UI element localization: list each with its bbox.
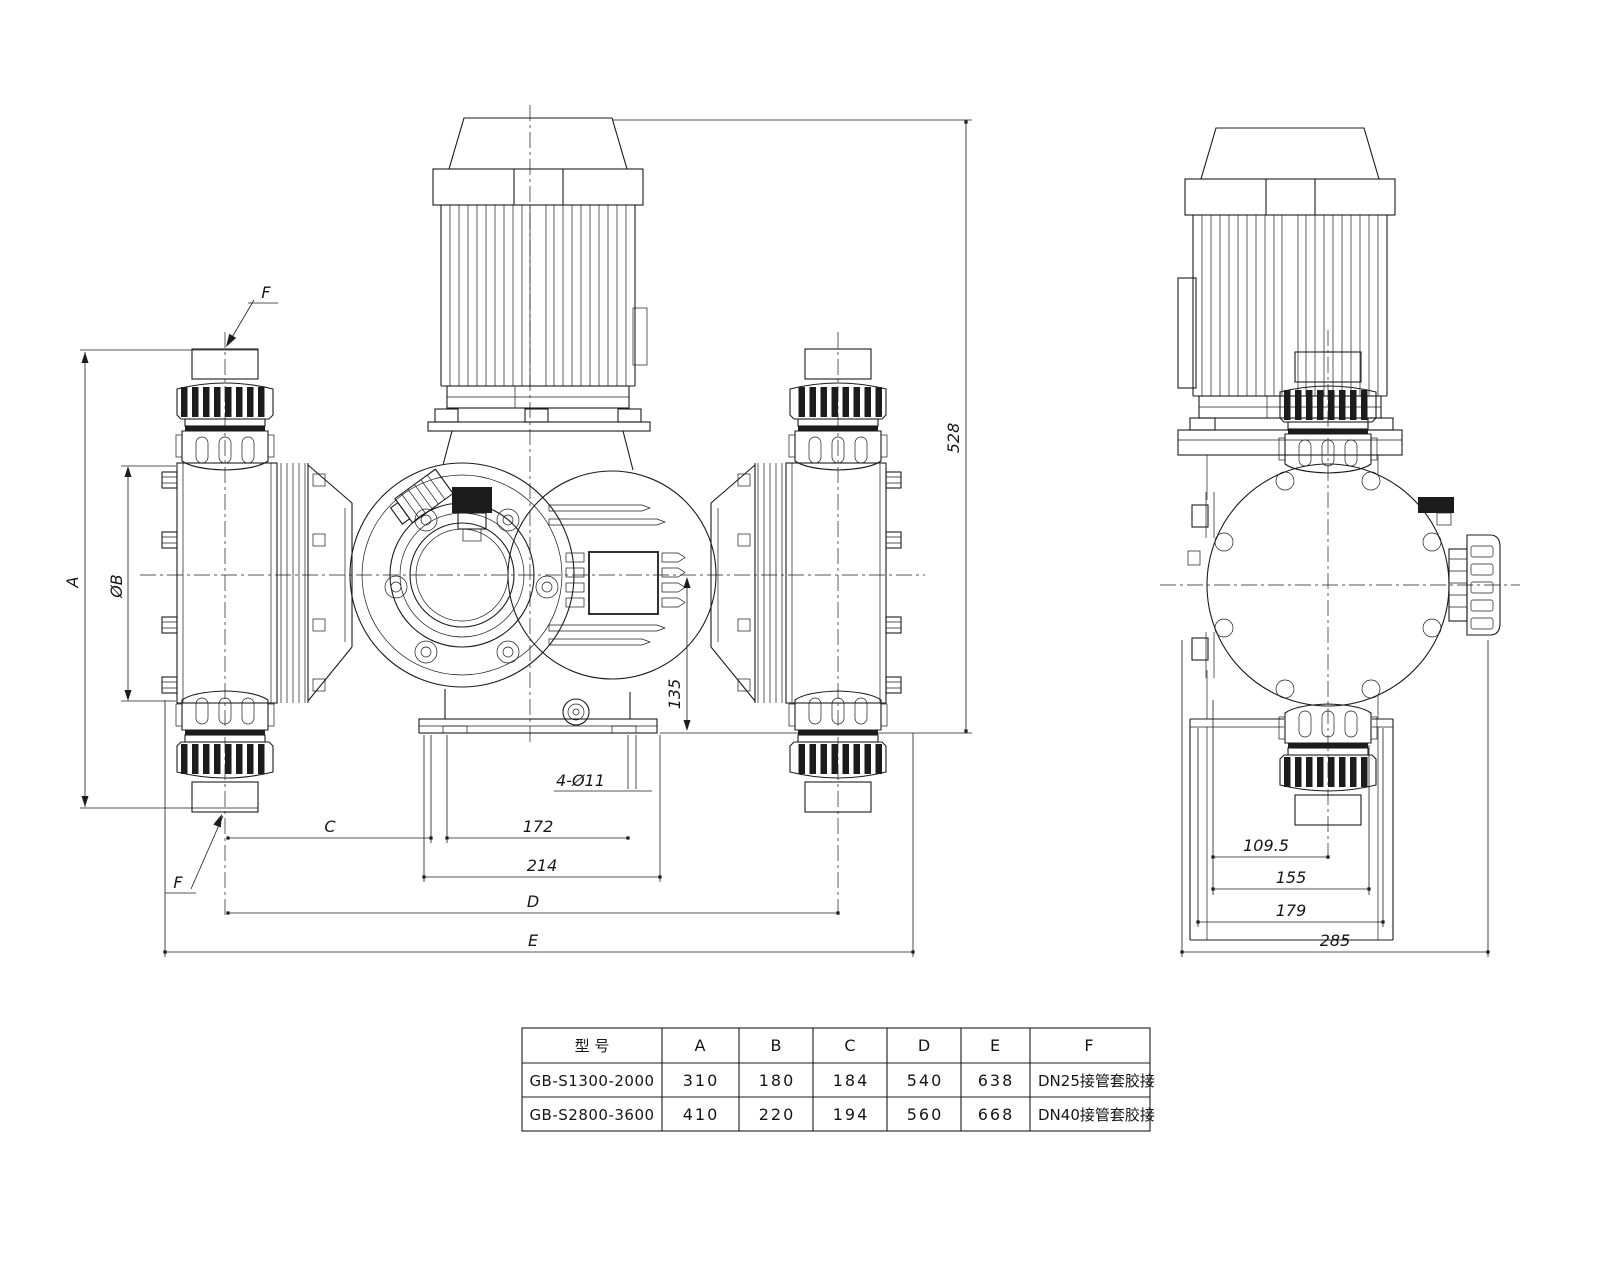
table-row: GB-S2800-3600 410 220 194 560 668 DN40接管… <box>529 1105 1154 1124</box>
base-foot-front <box>418 689 658 734</box>
clamp-block <box>452 487 492 513</box>
side-dimensions: 109.5 155 179 285 <box>1180 640 1490 957</box>
dim-172: 172 <box>523 817 554 836</box>
cell-F: DN25接管套胶接 <box>1038 1072 1155 1090</box>
col-D: D <box>918 1036 932 1055</box>
table-header-row: 型 号 A B C D E F <box>575 1036 1095 1055</box>
side-view: 109.5 155 179 285 <box>1160 127 1520 957</box>
dim-phiB: ØB <box>107 574 126 599</box>
drive-housing <box>507 470 717 680</box>
dim-D: D <box>527 892 539 911</box>
mounting-slot-right <box>611 725 637 734</box>
front-dimensions: A ØB F F 528 135 <box>63 119 972 957</box>
pump-head-side <box>1187 455 1501 719</box>
stand-side <box>1189 718 1394 941</box>
terminal-box <box>1177 277 1197 389</box>
cell-B: 220 <box>759 1105 796 1124</box>
dim-155: 155 <box>1276 868 1307 887</box>
front-view: A ØB F F 528 135 <box>63 105 972 957</box>
dim-C: C <box>324 817 336 836</box>
cell-D: 560 <box>907 1105 944 1124</box>
col-B: B <box>771 1036 784 1055</box>
spec-table: 型 号 A B C D E F GB-S1300-2000 310 180 18… <box>521 1027 1155 1132</box>
cell-A: 310 <box>683 1071 720 1090</box>
dim-135: 135 <box>665 679 684 710</box>
table-row: GB-S1300-2000 310 180 184 540 638 DN25接管… <box>529 1071 1154 1090</box>
col-model: 型 号 <box>575 1037 610 1055</box>
col-F: F <box>1084 1036 1095 1055</box>
cell-C: 184 <box>833 1071 870 1090</box>
liquid-end-left <box>162 349 352 812</box>
dim-F-top: F <box>261 283 271 302</box>
nameplate <box>588 551 659 615</box>
clamp-block-side <box>1418 497 1454 513</box>
cell-E: 638 <box>978 1071 1015 1090</box>
dim-E: E <box>528 931 539 950</box>
motor-front <box>427 117 651 432</box>
liquid-end-right <box>711 349 901 812</box>
cell-F: DN40接管套胶接 <box>1038 1106 1155 1124</box>
flange-bolts-front <box>384 508 559 664</box>
cell-C: 194 <box>833 1105 870 1124</box>
cell-A: 410 <box>683 1105 720 1124</box>
cell-D: 540 <box>907 1071 944 1090</box>
cell-E: 668 <box>978 1105 1015 1124</box>
dim-F-bottom: F <box>173 873 183 892</box>
dim-A: A <box>63 577 82 589</box>
col-A: A <box>695 1036 708 1055</box>
dim-holes: 4-Ø11 <box>556 771 605 790</box>
cell-model: GB-S1300-2000 <box>529 1072 654 1090</box>
dim-528: 528 <box>944 423 963 454</box>
vent-knob <box>389 468 454 525</box>
dim-285: 285 <box>1320 931 1351 950</box>
mounting-slot-left <box>442 725 468 734</box>
cell-model: GB-S2800-3600 <box>529 1106 654 1124</box>
dim-179: 179 <box>1276 901 1307 920</box>
dim-109-5: 109.5 <box>1243 836 1289 855</box>
col-C: C <box>844 1036 857 1055</box>
sight-glass <box>409 522 515 628</box>
pump-head-front <box>349 430 717 734</box>
dim-214: 214 <box>527 856 558 875</box>
head-bolts-side <box>1214 471 1442 699</box>
cell-B: 180 <box>759 1071 796 1090</box>
stroke-knob <box>1448 534 1501 636</box>
bracket-side <box>1187 492 1215 678</box>
col-E: E <box>990 1036 1002 1055</box>
